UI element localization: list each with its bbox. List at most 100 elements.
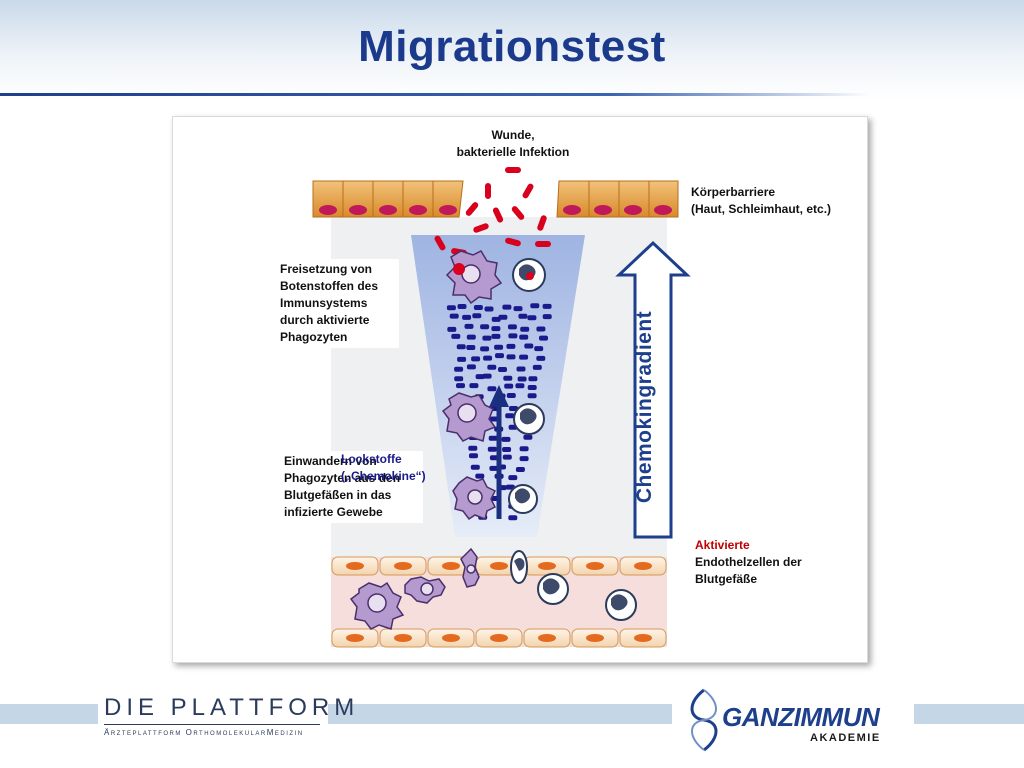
chemokine-dot [475, 473, 485, 479]
chemokine-dot [469, 383, 479, 389]
footer: DIE PLATTFORM Ärzteplattform Orthomoleku… [0, 688, 1024, 768]
chemokine-dot [466, 364, 476, 370]
chemokine-dot [469, 453, 478, 459]
release-label: Freisetzung von Botenstoffen des Immunsy… [277, 259, 399, 348]
endothelial-nucleus [586, 562, 604, 570]
chemokine-dot [502, 447, 512, 452]
chemokine-dot [498, 314, 508, 320]
chemokine-dot [506, 343, 516, 349]
chemokine-dot [466, 334, 476, 340]
endothelial-nucleus [490, 562, 508, 570]
gradient-label: Chemokingradient [621, 307, 669, 507]
chemokine-dot [519, 456, 529, 462]
chemokine-dot [468, 445, 478, 451]
chemokine-dot [542, 303, 552, 309]
footer-band-right [914, 704, 1024, 724]
chemokine-dot [518, 313, 528, 319]
logo-ganzimmun-text: GANZIMMUN [722, 702, 880, 732]
chemokine-dot [527, 393, 537, 399]
chemokine-dot [491, 326, 501, 332]
chemokine-dot [502, 454, 512, 460]
chemokine-dot [489, 465, 499, 471]
chemokine-dot [503, 375, 513, 381]
chemokine-dot [515, 383, 525, 389]
chemokine-dot [471, 356, 481, 362]
chemokine-dot [487, 446, 497, 452]
chemokine-dot [517, 376, 527, 382]
chemokine-dot [519, 354, 529, 360]
neutrophil-cell [512, 258, 546, 292]
neutrophil-cell [605, 589, 637, 621]
diagram-panel: Chemokingradient Wunde, bakterielle Infe… [172, 116, 868, 663]
chemokine-dot [491, 333, 501, 339]
chemokine-dot [516, 366, 526, 372]
chemokine-dot [507, 324, 517, 330]
barrier-cells-right [556, 180, 679, 218]
chemokine-dot [534, 346, 544, 352]
endothelial-nucleus [634, 634, 652, 642]
chemokine-dot [456, 344, 466, 350]
chemokine-dot [502, 304, 512, 310]
footer-band-left [0, 704, 98, 724]
chemokine-dot [454, 376, 464, 382]
barrier-label: Körperbarriere (Haut, Schleimhaut, etc.) [691, 185, 832, 216]
chemokine-dot [501, 436, 511, 442]
logo-ganzimmun: GANZIMMUN AKADEMIE [680, 688, 910, 758]
endothelial-nucleus [538, 562, 556, 570]
chemokine-dot [506, 393, 516, 398]
endothelial-nucleus [394, 634, 412, 642]
endothelial-nucleus [538, 634, 556, 642]
chemokine-dot [530, 303, 540, 309]
chemokine-dot [498, 367, 507, 372]
wound-label: Wunde, bakterielle Infektion [456, 128, 570, 159]
chemokine-dot [456, 383, 465, 389]
chemokine-dot [508, 515, 518, 521]
chemokine-dot [523, 434, 533, 440]
gradient-funnel [411, 235, 585, 537]
macrophage-cell [452, 476, 497, 521]
chemokine-dot [527, 315, 537, 321]
chemokine-dot [504, 383, 514, 389]
chemokine-dot [495, 353, 504, 359]
bacteria [434, 167, 551, 256]
logo-plattform: DIE PLATTFORM [104, 694, 360, 721]
barrier-cells-left [312, 180, 464, 218]
chemokine-dot [488, 435, 498, 441]
chemokine-dot [508, 333, 518, 339]
chemokine-dot [457, 356, 467, 362]
chemokine-dot [482, 373, 492, 379]
chemokine-dot [536, 326, 546, 332]
chemokine-dot [464, 323, 474, 329]
chemokine-dot [519, 334, 529, 340]
gradient-label-text: Chemokingradient [633, 310, 657, 504]
endothelial-nucleus [346, 634, 364, 642]
chemokine-dot [482, 335, 492, 341]
chemokine-dot [528, 376, 538, 382]
migration-arrow [489, 385, 509, 519]
slide-header [0, 0, 1024, 100]
chemokine-dot [472, 313, 482, 319]
chemokine-dot [473, 305, 483, 310]
chemokine-dot [480, 324, 490, 330]
chemokine-label: Lockstoffe („Chemokine“) [341, 452, 426, 483]
macrophage-cell [349, 581, 405, 630]
chemokine-dot [449, 313, 459, 319]
chemokine-dot [519, 446, 529, 452]
chemokine-dot [454, 366, 464, 372]
macrophage-cell [404, 576, 446, 604]
dna-icon [690, 688, 718, 752]
macrophage-cell [441, 392, 497, 442]
chemokine-dot [475, 374, 485, 380]
endothelial-nucleus [442, 562, 460, 570]
footer-band-mid [328, 704, 672, 724]
slide-title: Migrationstest [358, 22, 666, 71]
endothelial-nucleus [394, 562, 412, 570]
chemokine-dot [509, 406, 518, 411]
chemokine-dot [532, 364, 542, 370]
chemokine-dot [505, 413, 515, 419]
gradient-arrow [615, 240, 691, 539]
chemokine-dot [484, 306, 494, 312]
chemokine-dot [483, 355, 493, 361]
chemokine-dot [515, 467, 525, 472]
endothelial-label: Endothelzellen der Blutgefäße [695, 555, 802, 586]
